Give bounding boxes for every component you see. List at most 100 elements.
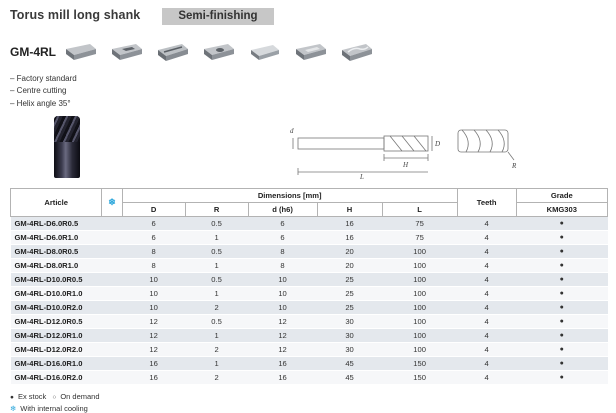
- feature-item: – Centre cutting: [10, 86, 67, 96]
- column-header-grade-name: KMG303: [515, 202, 609, 218]
- end-mill-flutes: [54, 116, 80, 143]
- dim-D-cell: 16: [149, 359, 158, 369]
- internal-cooling-label: With internal cooling: [20, 404, 88, 413]
- cooling-cell: [102, 301, 122, 315]
- cooling-cell: [102, 245, 122, 259]
- dim-L-cell: 75: [415, 219, 424, 229]
- page-header: Torus mill long shank Semi-finishing: [10, 8, 608, 25]
- dim-label-D: D: [434, 140, 440, 148]
- dim-D-cell: 16: [149, 373, 158, 383]
- grade-cell: ●: [559, 318, 564, 326]
- article-cell: GM-4RL-D10.0R1.0: [14, 289, 83, 299]
- dim-R-cell: 0.5: [211, 219, 222, 229]
- internal-cooling-column-icon: ❄: [101, 188, 123, 218]
- cooling-legend: ❄With internal cooling: [10, 404, 608, 413]
- tool-shape-icon-6: [296, 44, 326, 60]
- media-row: d D H L R: [10, 114, 608, 184]
- dim-H-cell: 30: [345, 317, 354, 327]
- dim-D-cell: 8: [151, 261, 156, 271]
- spec-table: Article ❄ Dimensions [mm] Teeth Grade D …: [9, 188, 609, 385]
- grade-cell: ●: [559, 234, 564, 242]
- column-header-L: L: [381, 202, 458, 218]
- on-demand-icon: ○: [52, 394, 57, 402]
- dim-R-cell: 1: [214, 261, 219, 271]
- dim-D-cell: 12: [149, 331, 158, 341]
- dim-L-cell: 150: [413, 373, 426, 383]
- grade-cell: ●: [559, 332, 564, 340]
- cooling-cell: [102, 357, 122, 371]
- dim-D-cell: 8: [151, 247, 156, 257]
- column-header-teeth: Teeth: [456, 188, 517, 218]
- column-header-grade-group: Grade: [515, 188, 609, 204]
- cooling-cell: [102, 287, 122, 301]
- dim-d-h6-cell: 12: [278, 331, 287, 341]
- cooling-cell: [102, 259, 122, 273]
- column-header-H: H: [316, 202, 383, 218]
- cooling-cell: [102, 273, 122, 287]
- dim-R-cell: 1: [214, 331, 219, 341]
- tool-shape-icon-2: [112, 44, 142, 60]
- tool-shape-icon-3: [158, 44, 188, 61]
- feature-item: – Factory standard: [10, 74, 77, 83]
- on-demand-label: On demand: [60, 392, 100, 402]
- product-row: GM-4RL: [10, 41, 608, 63]
- tool-shape-icons: [62, 41, 374, 63]
- teeth-cell: 4: [484, 303, 489, 313]
- dim-H-cell: 16: [345, 233, 354, 243]
- dim-H-cell: 30: [345, 331, 354, 341]
- dim-L-cell: 150: [413, 359, 426, 369]
- article-cell: GM-4RL-D12.0R1.0: [14, 331, 83, 341]
- product-code: GM-4RL: [10, 45, 56, 59]
- stock-legend: ●Ex stock ○On demand: [10, 392, 608, 401]
- column-header-D: D: [121, 202, 186, 218]
- dim-H-cell: 16: [345, 219, 354, 229]
- dim-L-cell: 100: [413, 331, 426, 341]
- teeth-cell: 4: [484, 359, 489, 369]
- dim-D-cell: 6: [151, 219, 156, 229]
- dim-H-cell: 45: [345, 373, 354, 383]
- finish-type-badge: Semi-finishing: [162, 8, 274, 25]
- cooling-cell: [102, 343, 122, 357]
- grade-cell: ●: [559, 374, 564, 382]
- dim-L-cell: 75: [415, 233, 424, 243]
- dim-d-h6-cell: 12: [278, 345, 287, 355]
- dim-R-cell: 0.5: [211, 247, 222, 257]
- dim-R-cell: 1: [214, 233, 219, 243]
- page-title: Torus mill long shank: [10, 8, 141, 22]
- dim-L-cell: 100: [413, 275, 426, 285]
- tool-shape-icon-1: [66, 44, 96, 60]
- ex-stock-icon: ●: [10, 394, 14, 402]
- dim-d-h6-cell: 10: [278, 275, 287, 285]
- dim-R-cell: 2: [214, 303, 219, 313]
- tool-shape-icon-5: [251, 45, 279, 60]
- dim-L-cell: 100: [413, 289, 426, 299]
- tool-shape-icon-7: [342, 44, 372, 61]
- grade-cell: ●: [559, 248, 564, 256]
- grade-cell: ●: [559, 304, 564, 312]
- dim-L-cell: 100: [413, 303, 426, 313]
- article-cell: GM-4RL-D10.0R2.0: [14, 303, 83, 313]
- dim-d-h6-cell: 8: [280, 247, 285, 257]
- dim-D-cell: 10: [149, 303, 158, 313]
- dim-L-cell: 100: [413, 345, 426, 355]
- grade-cell: ●: [559, 262, 564, 270]
- dim-d-h6-cell: 6: [280, 219, 285, 229]
- dim-R-cell: 2: [214, 345, 219, 355]
- teeth-cell: 4: [484, 219, 489, 229]
- article-cell: GM-4RL-D8.0R0.5: [14, 247, 79, 257]
- cooling-cell: [102, 329, 122, 343]
- dim-d-h6-cell: 12: [278, 317, 287, 327]
- dim-label-H: H: [402, 161, 409, 169]
- cooling-cell: [102, 315, 122, 329]
- teeth-cell: 4: [484, 261, 489, 271]
